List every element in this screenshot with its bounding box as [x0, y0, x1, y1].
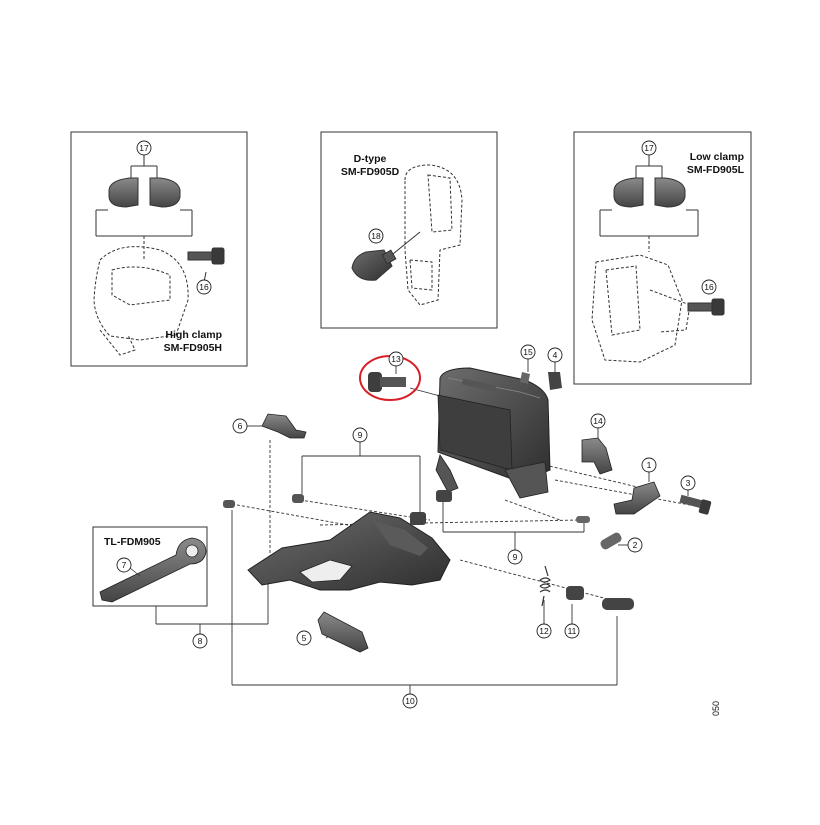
bushing-9-a	[292, 494, 304, 503]
callout-8	[192, 633, 208, 649]
callout-numbers: 17 16 18 17 16 13 15 4 6 9 14 1 3 2 9 7 …	[122, 143, 714, 706]
low-clamp-drawing	[591, 155, 725, 363]
low-clamp-model: SM-FD905L	[686, 164, 744, 176]
callout-16-low	[701, 279, 717, 295]
part-12-spring	[539, 565, 551, 607]
low-clamp-title: Low clamp	[689, 151, 744, 163]
part-5-plate	[317, 611, 369, 653]
d-type-drawing	[351, 164, 463, 306]
callout-16-low-number: 16	[704, 282, 714, 292]
inset-high-clamp-frame	[70, 131, 248, 367]
high-clamp-label: High clamp SM-FD905H	[140, 329, 222, 355]
part-4-nut	[548, 372, 562, 390]
pin-left	[223, 500, 235, 508]
chain-guide	[247, 511, 451, 591]
callout-15-number: 15	[523, 347, 533, 357]
callout-12-number: 12	[539, 626, 549, 636]
callout-14	[590, 413, 606, 429]
part-1	[613, 481, 661, 515]
callout-11-number: 11	[568, 626, 577, 636]
callout-17-high-number: 17	[139, 143, 149, 153]
callout-6-number: 6	[238, 421, 243, 431]
callout-14-number: 14	[593, 416, 603, 426]
callout-17-low-number: 17	[644, 143, 654, 153]
part-13-bolt	[368, 372, 406, 392]
callouts	[116, 140, 717, 709]
high-clamp-model: SM-FD905H	[163, 342, 222, 354]
callout-16-high-number: 16	[199, 282, 209, 292]
pin-lower-right	[576, 516, 590, 523]
part-10-shaft	[602, 598, 634, 610]
callout-10	[402, 693, 418, 709]
derailleur-body	[435, 367, 551, 499]
callout-12	[536, 623, 552, 639]
callout-9-upper	[352, 427, 368, 443]
callout-7-number: 7	[122, 560, 127, 570]
callout-8-number: 8	[198, 636, 203, 646]
inset-d-type-frame	[320, 131, 498, 329]
callout-16-high	[196, 279, 212, 295]
diagram-serial: 050	[711, 700, 721, 716]
callout-15	[520, 344, 536, 360]
part-2	[600, 532, 622, 550]
part-6-bracket	[261, 413, 307, 439]
callout-13-number: 13	[391, 354, 401, 364]
callout-5-number: 5	[302, 633, 307, 643]
part-14	[581, 437, 613, 475]
tool-label: TL-FDM905	[104, 536, 161, 548]
callout-1-number: 1	[647, 460, 652, 470]
callout-2	[627, 537, 643, 553]
callout-10-number: 10	[405, 696, 415, 706]
callout-4-number: 4	[553, 350, 558, 360]
inset-low-clamp-frame	[573, 131, 752, 385]
callout-9-upper-number: 9	[358, 430, 363, 440]
high-clamp-title: High clamp	[165, 329, 222, 341]
callout-9-lower-number: 9	[513, 552, 518, 562]
d-type-label: D-type SM-FD905D	[330, 153, 410, 179]
callout-6	[232, 418, 248, 434]
part-3-bolt	[679, 494, 712, 515]
tool-drawing	[99, 537, 207, 603]
d-type-title: D-type	[353, 153, 387, 165]
callout-5	[296, 630, 312, 646]
bushing-9-c	[436, 490, 452, 502]
callout-18-number: 18	[371, 231, 381, 241]
callout-9-lower	[507, 549, 523, 565]
callout-13	[388, 351, 404, 367]
high-clamp-drawing	[93, 155, 225, 356]
callout-3	[680, 475, 696, 491]
tool-frame	[92, 526, 208, 607]
callout-18	[368, 228, 384, 244]
d-type-model: SM-FD905D	[340, 166, 400, 178]
callout-4	[547, 347, 563, 363]
part-15	[520, 372, 530, 384]
leader-lines	[155, 359, 691, 694]
callout-17-low	[641, 140, 657, 156]
callout-1	[641, 457, 657, 473]
part-11-bushing	[566, 586, 584, 600]
callout-7	[116, 557, 132, 573]
callout-2-number: 2	[633, 540, 638, 550]
low-clamp-label: Low clamp SM-FD905L	[660, 151, 744, 177]
callout-3-number: 3	[686, 478, 691, 488]
callout-11	[564, 623, 580, 639]
bushing-9-b	[410, 512, 426, 525]
callout-17-high	[136, 140, 152, 156]
